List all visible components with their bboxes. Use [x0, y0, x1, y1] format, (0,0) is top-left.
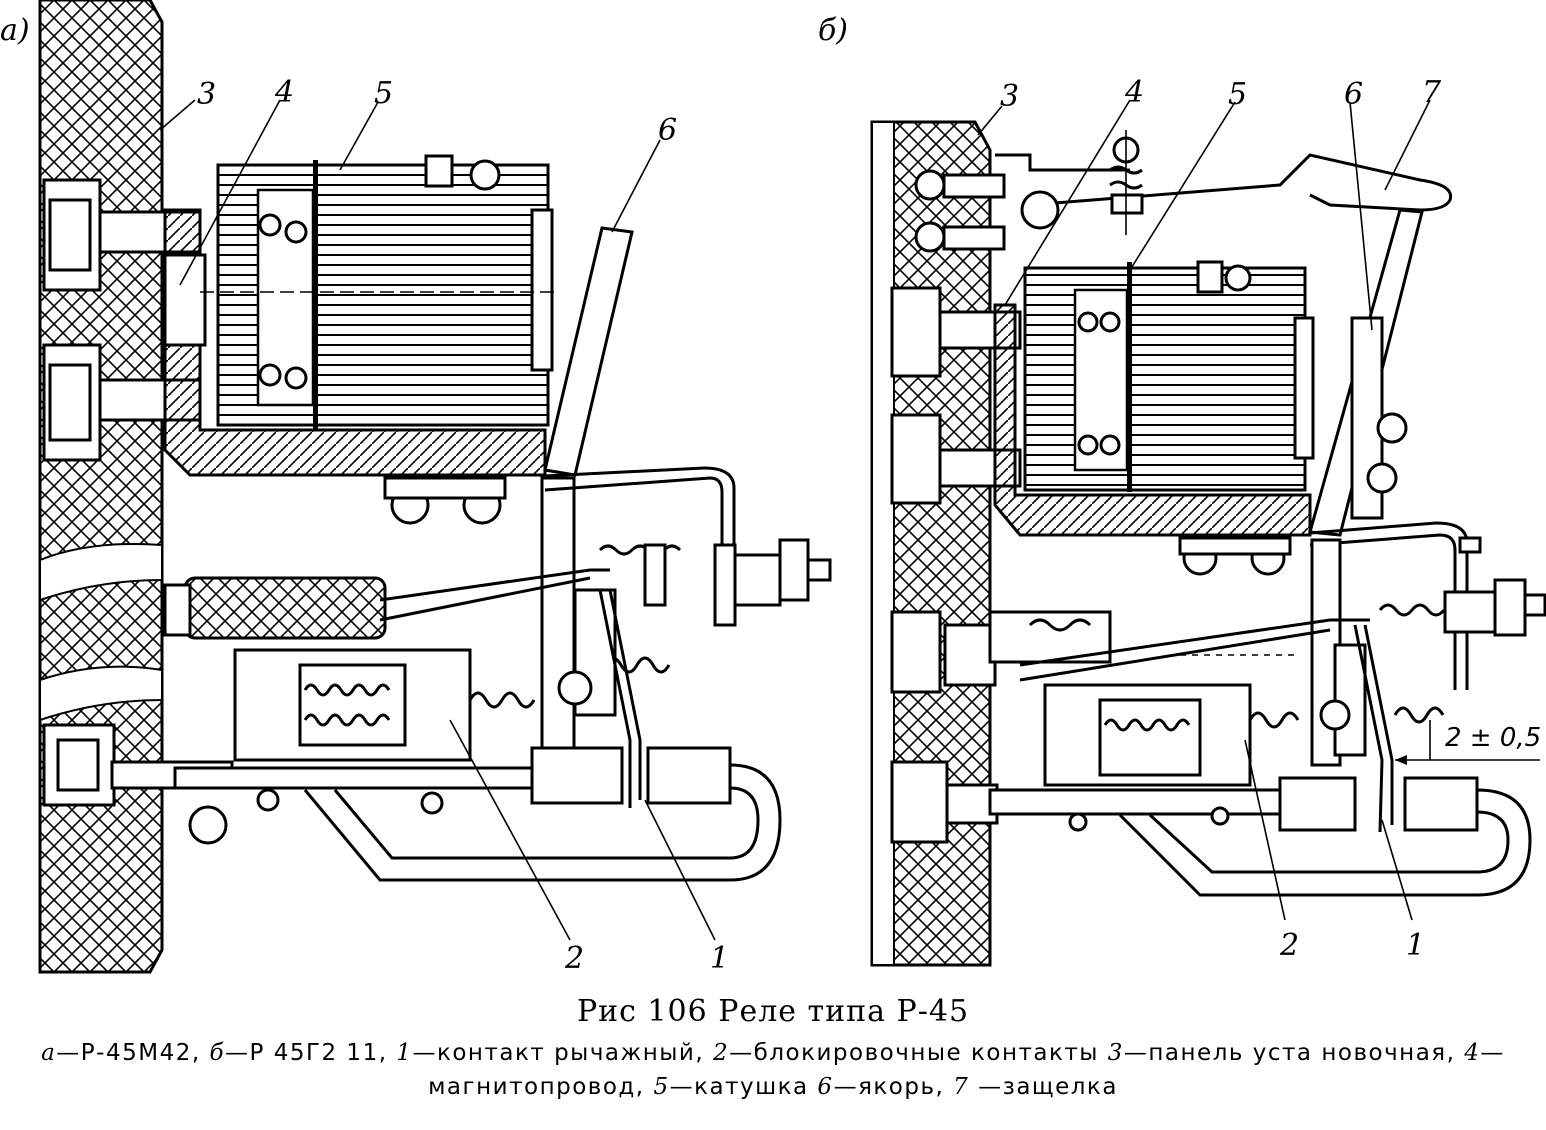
- legend-key: 7: [953, 1074, 970, 1100]
- panel-b-callout-7: 7: [1422, 75, 1442, 110]
- legend-key: 2: [713, 1040, 730, 1066]
- panel-a-mounting-panel: [38, 0, 164, 974]
- panel-a-tag: а): [0, 13, 30, 48]
- legend-text: —защелка: [969, 1074, 1118, 1100]
- panel-b-gap-label: 2 ± 0,5: [1445, 723, 1541, 753]
- panel-a-callout-3: 3: [197, 77, 216, 112]
- panel-a-blocking-contacts: [233, 588, 671, 808]
- panel-b-callout-2: 2: [1279, 928, 1299, 963]
- legend-key: 1: [396, 1040, 413, 1066]
- panel-a-armature: [543, 226, 634, 477]
- panel-a-callout-6: 6: [658, 113, 677, 148]
- panel-a-callout-5: 5: [374, 76, 393, 111]
- panel-b-callout-1: 1: [1406, 928, 1425, 963]
- legend-key: 3: [1107, 1040, 1124, 1066]
- figure-caption-title: Рис 106 Реле типа Р-45: [576, 994, 970, 1029]
- panel-a-callouts: 3 4 5 6 2 1: [159, 75, 729, 976]
- figure-caption-legend: а—Р-45М42, б—Р 45Г2 11, 1—контакт рычажн…: [40, 1036, 1506, 1104]
- panel-b-coil: [1023, 260, 1315, 492]
- legend-key: а: [41, 1040, 57, 1066]
- legend-key: б: [209, 1040, 226, 1066]
- panel-b-latch: [995, 130, 1453, 235]
- legend-key: 4: [1464, 1040, 1481, 1066]
- panel-b-magnetic-core: [993, 303, 1312, 537]
- panel-a-callout-4: 4: [274, 75, 294, 110]
- legend-key: 5: [653, 1074, 670, 1100]
- panel-a-callout-1: 1: [710, 941, 729, 976]
- legend-text: —блокировочные контакты: [729, 1040, 1108, 1066]
- panel-b-callouts: 3 4 5 6 7 2 1: [977, 75, 1442, 963]
- panel-b-tag: б): [818, 13, 848, 48]
- panel-a-coil: [200, 154, 555, 430]
- legend-text: —Р-45М42,: [56, 1040, 210, 1066]
- legend-key: 6: [817, 1074, 834, 1100]
- panel-b-gap-dimension: 2 ± 0,5: [1395, 720, 1541, 765]
- panel-b: б): [818, 13, 1546, 967]
- panel-b-blocking-contacts: [1043, 624, 1445, 833]
- legend-text: —контакт рычажный,: [412, 1040, 713, 1066]
- legend-text: —панель уста новочная,: [1123, 1040, 1465, 1066]
- legend-text: —якорь,: [833, 1074, 954, 1100]
- panel-a-callout-2: 2: [564, 941, 584, 976]
- panel-b-callout-6: 6: [1344, 77, 1363, 112]
- legend-text: —Р 45Г2 11,: [225, 1040, 397, 1066]
- panel-a: а): [0, 0, 832, 976]
- legend-text: —магнитопровод,: [428, 1040, 1505, 1100]
- relay-diagram: а): [0, 0, 1546, 976]
- panel-b-callout-5: 5: [1228, 77, 1247, 112]
- panel-b-callout-4: 4: [1124, 75, 1144, 110]
- legend-text: —катушка: [669, 1074, 818, 1100]
- panel-b-callout-3: 3: [1000, 79, 1019, 114]
